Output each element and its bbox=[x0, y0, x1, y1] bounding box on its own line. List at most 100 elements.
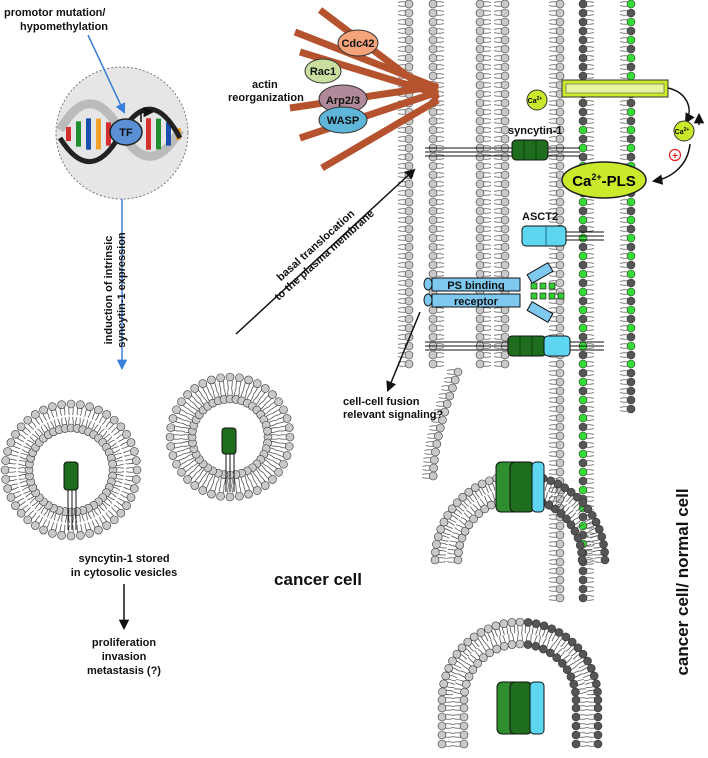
dna-base-pair bbox=[96, 118, 101, 150]
lipid bbox=[548, 566, 565, 576]
lipid bbox=[428, 188, 445, 198]
lipid bbox=[548, 8, 565, 18]
lipid bbox=[428, 314, 445, 324]
lipid bbox=[493, 197, 510, 207]
lipid bbox=[397, 233, 414, 243]
lipid bbox=[183, 390, 197, 404]
lipid bbox=[475, 134, 492, 144]
lipid bbox=[483, 624, 495, 640]
lipid bbox=[493, 179, 510, 189]
lipid bbox=[548, 395, 565, 405]
lipid bbox=[566, 516, 582, 530]
dna-base-pair bbox=[146, 118, 151, 150]
lipid bbox=[578, 0, 595, 9]
lipid bbox=[76, 400, 85, 416]
lipid bbox=[578, 71, 595, 81]
lipid bbox=[39, 405, 50, 421]
syncytin-label: syncytin-1 bbox=[508, 125, 562, 137]
lipid bbox=[475, 161, 492, 171]
lipid bbox=[550, 498, 564, 514]
lipid bbox=[428, 179, 445, 189]
ca-influx-arrow bbox=[667, 87, 695, 124]
lipid bbox=[493, 215, 510, 225]
lipid bbox=[619, 197, 636, 207]
lipid bbox=[493, 152, 510, 162]
lipid bbox=[437, 739, 454, 749]
lipid bbox=[578, 233, 595, 243]
lipid bbox=[429, 423, 445, 433]
lipid bbox=[452, 703, 469, 713]
lipid bbox=[578, 593, 595, 603]
lipid bbox=[573, 498, 588, 512]
lipid bbox=[437, 712, 454, 722]
lipid bbox=[428, 107, 445, 117]
lipid bbox=[578, 269, 595, 279]
proliferation-label: proliferation bbox=[92, 637, 156, 649]
lipid bbox=[578, 422, 595, 432]
asct2-contact bbox=[543, 335, 571, 357]
lipid bbox=[548, 539, 565, 549]
lipid bbox=[619, 143, 636, 153]
lipid bbox=[452, 721, 469, 731]
lipid bbox=[474, 647, 488, 662]
lipid bbox=[507, 618, 517, 634]
svg-text:to the plasma membrane: to the plasma membrane bbox=[273, 208, 377, 304]
lipid bbox=[76, 524, 85, 540]
lipid bbox=[111, 422, 126, 436]
lipid bbox=[619, 323, 636, 333]
lipid bbox=[586, 712, 603, 722]
lipid bbox=[544, 494, 556, 510]
lipid bbox=[619, 35, 636, 45]
lipid bbox=[475, 323, 492, 333]
lipid bbox=[548, 449, 565, 459]
lipid bbox=[586, 703, 603, 713]
actin-label-1: actin bbox=[252, 79, 278, 91]
lipid bbox=[578, 458, 595, 468]
dna-base-pair bbox=[166, 122, 171, 146]
lipid bbox=[475, 197, 492, 207]
lipid bbox=[277, 442, 294, 451]
lipid bbox=[268, 397, 283, 410]
lipid bbox=[578, 521, 595, 531]
lipid bbox=[578, 242, 595, 252]
lipid bbox=[469, 632, 483, 648]
lipid bbox=[23, 415, 37, 430]
receptor-bar bbox=[431, 293, 521, 308]
lipid bbox=[585, 517, 601, 529]
lipid bbox=[475, 359, 492, 369]
ca-pls-label: Ca2+-PLS bbox=[572, 172, 636, 190]
lipid bbox=[475, 179, 492, 189]
tf-label: TF bbox=[119, 127, 133, 139]
lipid bbox=[548, 53, 565, 63]
lipid bbox=[619, 242, 636, 252]
lipid bbox=[578, 251, 595, 261]
lipid bbox=[493, 71, 510, 81]
promoter-label-1: promotor mutation/ bbox=[4, 7, 105, 19]
lipid bbox=[493, 251, 510, 261]
lipid bbox=[105, 510, 119, 525]
syncytin-membrane bbox=[425, 139, 580, 161]
lipid bbox=[84, 522, 94, 538]
lipid bbox=[428, 116, 445, 126]
lipid bbox=[490, 638, 502, 654]
lipid bbox=[116, 498, 131, 510]
lipid bbox=[225, 485, 235, 502]
svg-text:induction of intrinsic: induction of intrinsic bbox=[103, 236, 115, 345]
lipid bbox=[499, 635, 509, 651]
lipid bbox=[428, 62, 445, 72]
lipid bbox=[548, 206, 565, 216]
lipid bbox=[577, 555, 594, 565]
lipid bbox=[476, 498, 490, 514]
lipid bbox=[177, 464, 192, 477]
lipid bbox=[578, 62, 595, 72]
lipid bbox=[551, 479, 563, 495]
lipid bbox=[548, 62, 565, 72]
lipid bbox=[578, 98, 595, 108]
lipid bbox=[216, 484, 225, 501]
svg-text:basal translocation: basal translocation bbox=[275, 208, 358, 284]
lipid bbox=[428, 17, 445, 27]
lipid bbox=[275, 450, 292, 460]
lipid bbox=[578, 44, 595, 54]
rac1-ellipse bbox=[304, 58, 342, 84]
